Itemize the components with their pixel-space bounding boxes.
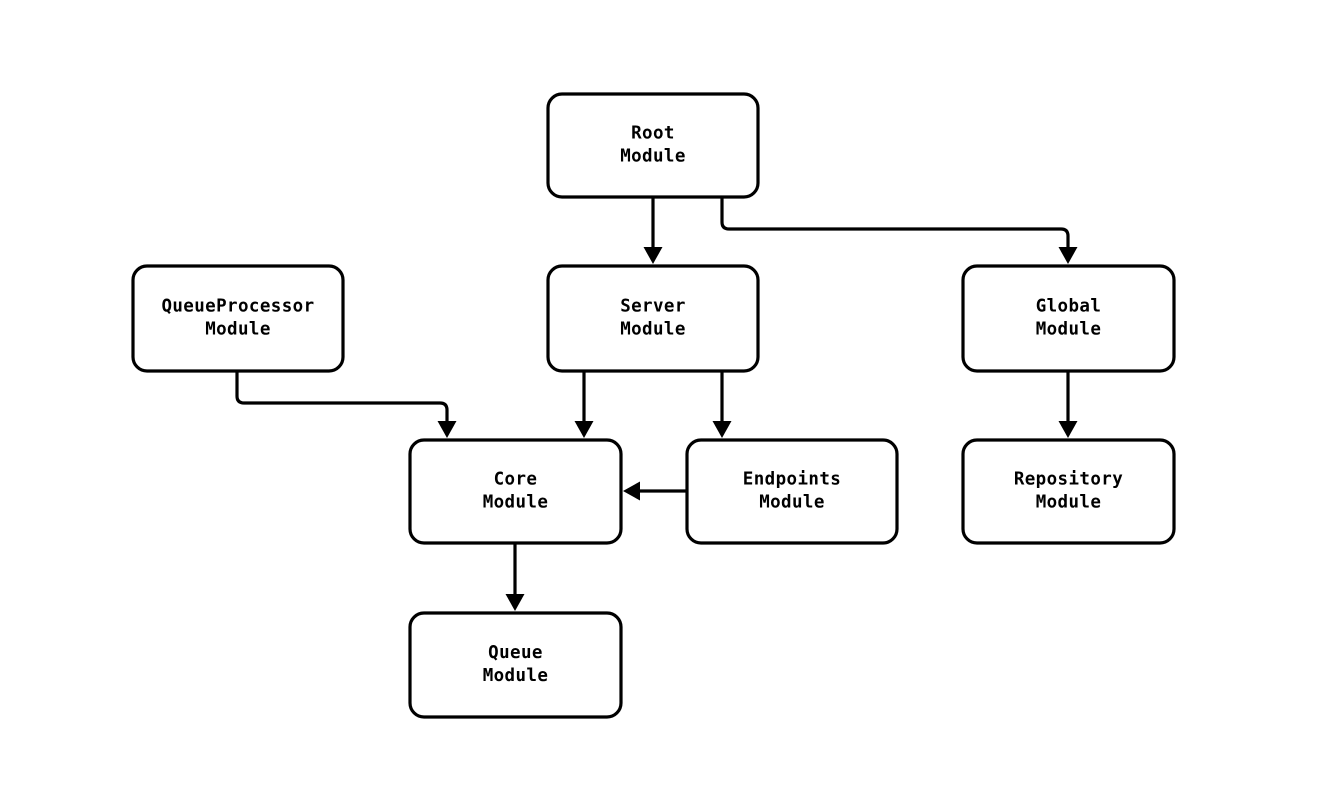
edge-queueprocessor-to-core — [235, 371, 457, 438]
edge-queueprocessor-to-core-arrowhead-icon — [437, 421, 457, 438]
edge-root-to-server — [643, 197, 663, 264]
edge-core-to-queue-arrowhead-icon — [505, 594, 525, 611]
global-module-node-box[interactable] — [961, 264, 1176, 373]
queue-module-node-label-line2: Module — [483, 666, 549, 686]
server-module-node-label-line2: Module — [620, 320, 686, 340]
queueprocessor-module-node-box[interactable] — [131, 264, 345, 373]
queueprocessor-module-node-label-line2: Module — [205, 320, 271, 340]
edge-endpoints-to-core-arrowhead-icon — [623, 481, 640, 501]
edge-endpoints-to-core — [623, 481, 687, 501]
queue-module-node-box[interactable] — [408, 611, 623, 719]
server-module-node-label-line1: Server — [620, 297, 686, 317]
core-module-node-label-line1: Core — [494, 470, 538, 490]
global-module-node-label-line1: Global — [1036, 297, 1102, 317]
edge-server-to-core-arrowhead-icon — [574, 421, 594, 438]
repository-module-node-label-line2: Module — [1036, 493, 1102, 513]
core-module-node-label-line2: Module — [483, 493, 549, 513]
edges-layer — [235, 197, 1078, 611]
root-module-node-box[interactable] — [546, 92, 760, 199]
repository-module-node-label-line1: Repository — [1014, 470, 1123, 490]
queueprocessor-module-node-label-line1: QueueProcessor — [161, 297, 314, 317]
global-module-node-label-line2: Module — [1036, 320, 1102, 340]
edge-core-to-queue — [505, 543, 525, 611]
edge-root-to-global — [720, 197, 1078, 264]
edge-server-to-endpoints-arrowhead-icon — [712, 421, 732, 438]
endpoints-module-node-box[interactable] — [685, 438, 899, 545]
edge-server-to-endpoints — [712, 371, 732, 438]
queue-module-node-label-line1: Queue — [488, 643, 543, 663]
core-module-node-box[interactable] — [408, 438, 623, 545]
edge-root-to-global-arrowhead-icon — [1058, 247, 1078, 264]
edge-global-to-repository-arrowhead-icon — [1058, 421, 1078, 438]
root-module-node-label-line1: Root — [631, 124, 675, 144]
edge-queueprocessor-to-core-line — [235, 371, 449, 426]
edge-global-to-repository — [1058, 371, 1078, 438]
root-module-node-label-line2: Module — [620, 147, 686, 167]
edge-root-to-server-arrowhead-icon — [643, 247, 663, 264]
endpoints-module-node-label-line1: Endpoints — [743, 470, 841, 490]
endpoints-module-node-label-line2: Module — [759, 493, 825, 513]
server-module-node-box[interactable] — [546, 264, 760, 373]
edge-root-to-global-line — [720, 197, 1070, 252]
edge-server-to-core — [574, 371, 594, 438]
repository-module-node-box[interactable] — [961, 438, 1176, 545]
